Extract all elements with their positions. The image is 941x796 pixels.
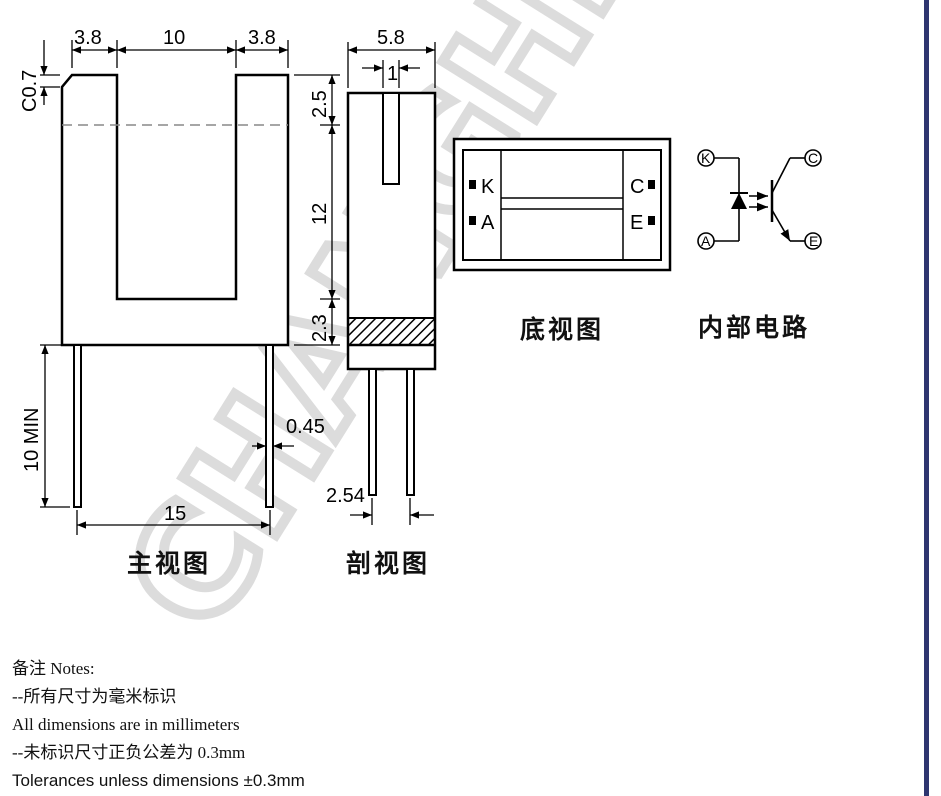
front-view: 3.8 10 3.8 C0.7 10 MIN 0.45 xyxy=(19,27,325,578)
dim-slot-width: 10 xyxy=(163,27,185,49)
bottom-view: K A C E 底视图 xyxy=(452,137,672,344)
notes-line-1: --所有尺寸为毫米标识 xyxy=(12,687,177,706)
dim-slit-width: 1 xyxy=(387,63,398,85)
notes-line-2: All dimensions are in millimeters xyxy=(12,715,240,734)
dim-right-width: 3.8 xyxy=(248,27,276,49)
section-view: 5.8 1 2.5 12 2.3 2.54 剖视图 xyxy=(294,27,437,578)
bottom-inner xyxy=(462,149,662,261)
page-right-border xyxy=(924,0,929,796)
pin-marker-a xyxy=(469,216,476,225)
notes-line-3: --未标识尺寸正负公差为 0.3mm xyxy=(12,743,246,762)
section-lead-left xyxy=(368,368,377,496)
circuit-pin-c: C xyxy=(808,150,818,166)
dim-lead-width: 0.45 xyxy=(286,416,325,438)
section-lead-right xyxy=(406,368,415,496)
circuit-pin-e: E xyxy=(809,233,818,249)
notes-line-4: Tolerances unless dimensions ±0.3mm xyxy=(12,771,305,790)
notes-header: 备注 Notes: xyxy=(12,659,95,678)
dim-body-width: 5.8 xyxy=(377,27,405,49)
dim-lead-length: 10 MIN xyxy=(21,408,43,472)
dim-top: 2.5 xyxy=(309,90,331,118)
dim-lead-pitch: 15 xyxy=(164,503,186,525)
section-hatch xyxy=(347,317,436,346)
pin-marker-c xyxy=(648,180,655,189)
dim-pin-pitch: 2.54 xyxy=(326,485,365,507)
dim-bottom: 2.3 xyxy=(309,314,331,342)
circuit-caption: 内部电路 xyxy=(698,313,810,342)
front-body-outline xyxy=(60,73,290,347)
notes-block: 备注 Notes: --所有尺寸为毫米标识 All dimensions are… xyxy=(12,655,612,795)
pin-marker-e xyxy=(648,216,655,225)
bottom-pin-a: A xyxy=(481,212,495,234)
internal-circuit: K A C E 内部电路 xyxy=(697,149,822,342)
bottom-pin-c: C xyxy=(630,176,644,198)
bottom-pin-k: K xyxy=(481,176,495,198)
section-view-caption: 剖视图 xyxy=(346,549,430,578)
circuit-pin-k: K xyxy=(701,150,711,166)
circuit-pin-a: A xyxy=(701,233,711,249)
section-slit xyxy=(382,92,400,185)
front-view-caption: 主视图 xyxy=(127,549,211,578)
dim-left-width: 3.8 xyxy=(74,27,102,49)
led-symbol xyxy=(731,193,747,209)
dim-middle: 12 xyxy=(309,203,331,225)
front-lead-left xyxy=(73,344,82,508)
pin-marker-k xyxy=(469,180,476,189)
bottom-pin-e: E xyxy=(630,212,643,234)
dim-chamfer: C0.7 xyxy=(19,70,41,112)
front-lead-right xyxy=(265,344,274,508)
bottom-view-caption: 底视图 xyxy=(520,315,604,344)
